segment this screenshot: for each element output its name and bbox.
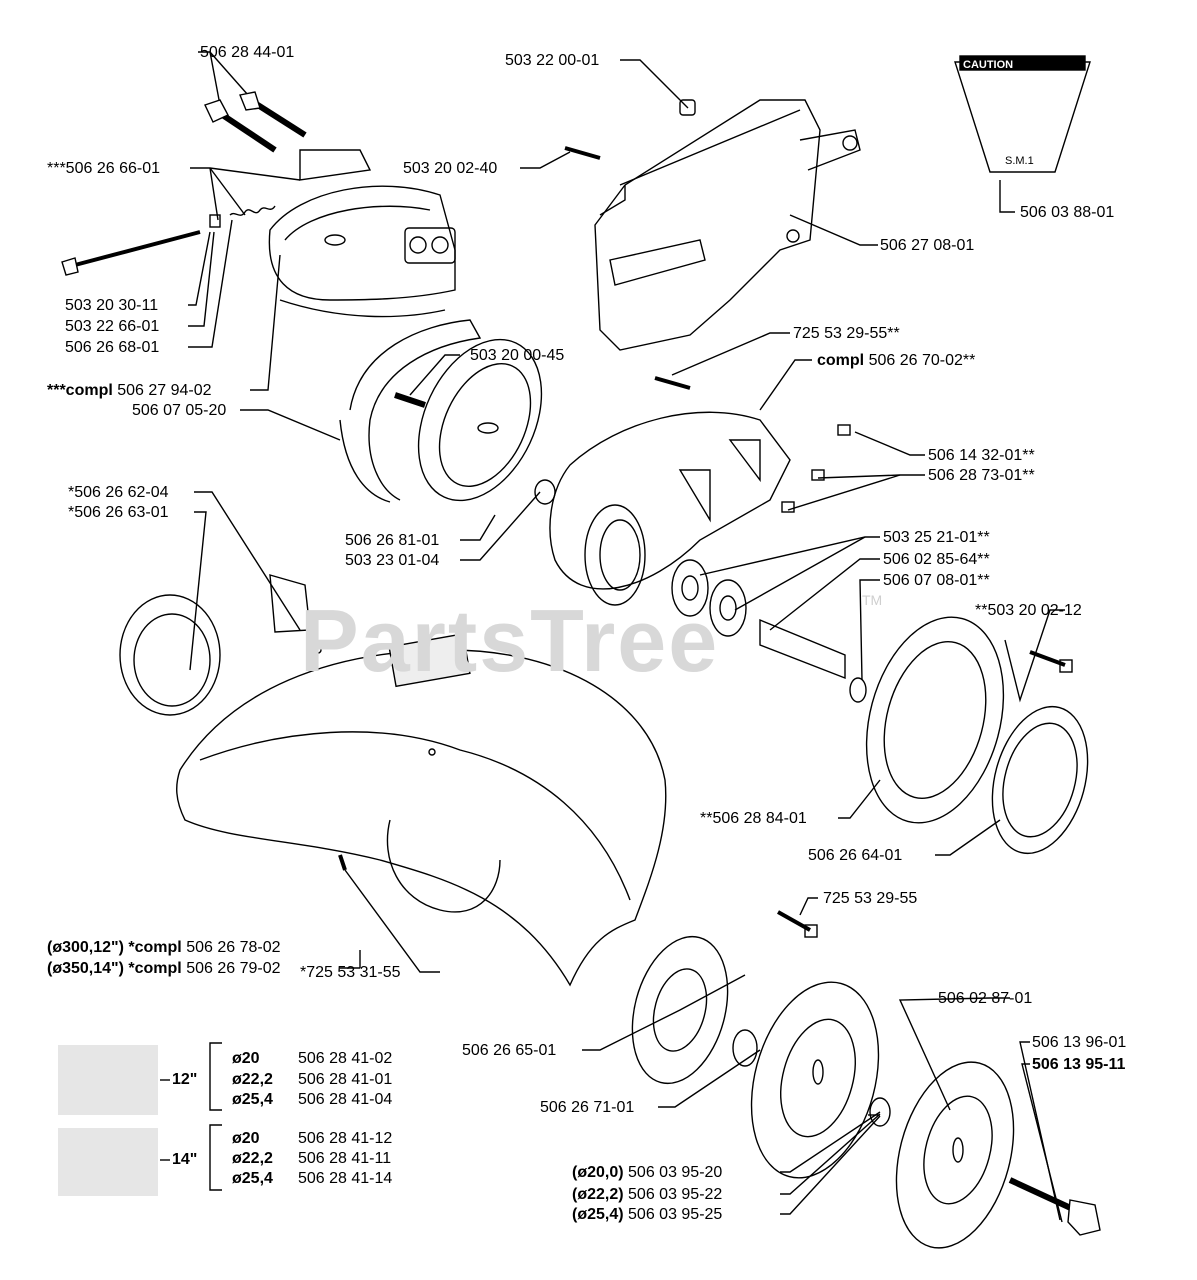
lower-flange xyxy=(631,910,818,1085)
part-label: 503 20 00-45 xyxy=(470,347,565,364)
part-label: **506 28 84-01 xyxy=(700,810,807,827)
part-label: 506 07 08-01** xyxy=(883,572,990,589)
part-label: 506 13 95-11 xyxy=(1032,1056,1125,1074)
part-label: 506 26 81-01 xyxy=(345,532,440,549)
upper-guard xyxy=(564,99,861,351)
part-label: compl 506 26 70-02** xyxy=(817,352,975,370)
guard-collar xyxy=(119,574,311,716)
size-12: 12" xyxy=(172,1071,198,1088)
part-label: 506 26 65-01 xyxy=(462,1042,557,1059)
diameter: ø25,4 xyxy=(232,1170,273,1187)
screw-right xyxy=(1029,650,1073,673)
cutting-disc-1 xyxy=(750,981,880,1179)
diameter-tag: (ø25,4) xyxy=(572,1206,624,1223)
part-label: *506 26 62-04 xyxy=(68,484,169,501)
part-number: 506 26 70-02** xyxy=(864,352,976,369)
size-14: 14" xyxy=(172,1151,198,1168)
belt-pulley xyxy=(394,338,556,505)
drive-disc xyxy=(865,616,1005,824)
watermark: PartsTree xyxy=(300,591,720,690)
part-number: 506 28 41-02 xyxy=(298,1050,393,1067)
part-number: 506 28 41-11 xyxy=(298,1150,392,1167)
leader-lines xyxy=(160,51,1065,1223)
part-label: 725 53 29-55 xyxy=(823,890,918,907)
part-label: 503 20 30-11 xyxy=(65,297,159,314)
compl-tag: (ø300,12") *compl xyxy=(47,939,182,956)
part-label: 503 20 02-40 xyxy=(403,160,498,177)
cutting-disc-2 xyxy=(895,1061,1015,1249)
part-label: 503 23 01-04 xyxy=(345,552,440,569)
part-label: 506 26 68-01 xyxy=(65,339,160,356)
part-number: 506 28 41-14 xyxy=(298,1170,393,1187)
part-number: 506 27 94-02 xyxy=(112,382,212,399)
part-label: 506 02 85-64** xyxy=(883,551,990,568)
spindle-shaft xyxy=(759,618,867,703)
main-blade-guard xyxy=(176,633,667,987)
part-label: (ø22,2) 506 03 95-22 xyxy=(572,1186,722,1204)
bearings xyxy=(671,559,747,637)
part-label: 506 28 73-01** xyxy=(928,467,1035,484)
part-label: ***506 26 66-01 xyxy=(47,160,160,177)
part-label: 506 26 64-01 xyxy=(808,847,903,864)
part-number: 506 28 41-04 xyxy=(298,1091,393,1108)
part-label: 506 02 87-01 xyxy=(938,990,1033,1007)
support-arm xyxy=(549,376,851,606)
diameter: ø20 xyxy=(232,1050,260,1067)
part-number: 506 26 79-02 xyxy=(181,960,281,977)
part-number: 506 03 95-22 xyxy=(623,1186,723,1203)
part-number: 506 03 95-25 xyxy=(623,1206,723,1223)
part-label: 506 26 71-01 xyxy=(540,1099,635,1116)
caution-code: S.M.1 xyxy=(1005,155,1034,167)
bolts-top-left xyxy=(61,91,307,276)
part-number-bold: 506 13 95-11 xyxy=(1032,1056,1126,1073)
part-label: 506 03 88-01 xyxy=(1020,204,1115,221)
part-label: (ø25,4) 506 03 95-25 xyxy=(572,1206,722,1224)
part-label: 506 14 32-01** xyxy=(928,447,1035,464)
part-number: 506 03 95-20 xyxy=(623,1164,723,1181)
compl-tag: ***compl xyxy=(47,382,113,399)
compl-tag: compl xyxy=(817,352,865,369)
diameter: ø25,4 xyxy=(232,1091,273,1108)
part-label: (ø300,12") *compl 506 26 78-02 xyxy=(47,939,281,957)
part-number: 506 26 78-02 xyxy=(181,939,281,956)
caution-decal xyxy=(954,55,1091,173)
part-label: 506 13 96-01 xyxy=(1032,1034,1127,1051)
part-label: *506 26 63-01 xyxy=(68,504,169,521)
caution-title: CAUTION xyxy=(963,59,1014,71)
part-label: 506 27 08-01 xyxy=(880,237,975,254)
size-table-graphics xyxy=(58,1045,158,1196)
drive-belt xyxy=(339,319,482,503)
part-label: **503 20 02-12 xyxy=(975,602,1082,619)
part-label: 503 22 00-01 xyxy=(505,52,600,69)
compl-tag: (ø350,14") *compl xyxy=(47,960,182,977)
trademark: TM xyxy=(862,592,883,608)
spacer-ring xyxy=(732,1029,758,1067)
part-label: (ø20,0) 506 03 95-20 xyxy=(572,1164,722,1182)
part-number: 506 28 41-01 xyxy=(298,1071,393,1088)
part-number: 506 28 41-12 xyxy=(298,1130,393,1147)
part-label: *725 53 31-55 xyxy=(300,964,401,981)
part-label: (ø350,14") *compl 506 26 79-02 xyxy=(47,960,281,978)
diameter-tag: (ø22,2) xyxy=(572,1186,624,1203)
part-label: ***compl 506 27 94-02 xyxy=(47,382,212,400)
support-flange xyxy=(991,705,1089,855)
arbor-bolt xyxy=(1008,1177,1101,1236)
part-label: 506 28 44-01 xyxy=(200,44,295,61)
belt-guard-cover xyxy=(268,149,456,318)
part-label: 503 22 66-01 xyxy=(65,318,160,335)
diameter: ø22,2 xyxy=(232,1071,273,1088)
part-label: 503 25 21-01** xyxy=(883,529,990,546)
part-label: 725 53 29-55** xyxy=(793,325,900,342)
diameter: ø20 xyxy=(232,1130,260,1147)
diameter: ø22,2 xyxy=(232,1150,273,1167)
part-label: 506 07 05-20 xyxy=(132,402,227,419)
diameter-tag: (ø20,0) xyxy=(572,1164,624,1181)
bushing xyxy=(869,1097,891,1127)
